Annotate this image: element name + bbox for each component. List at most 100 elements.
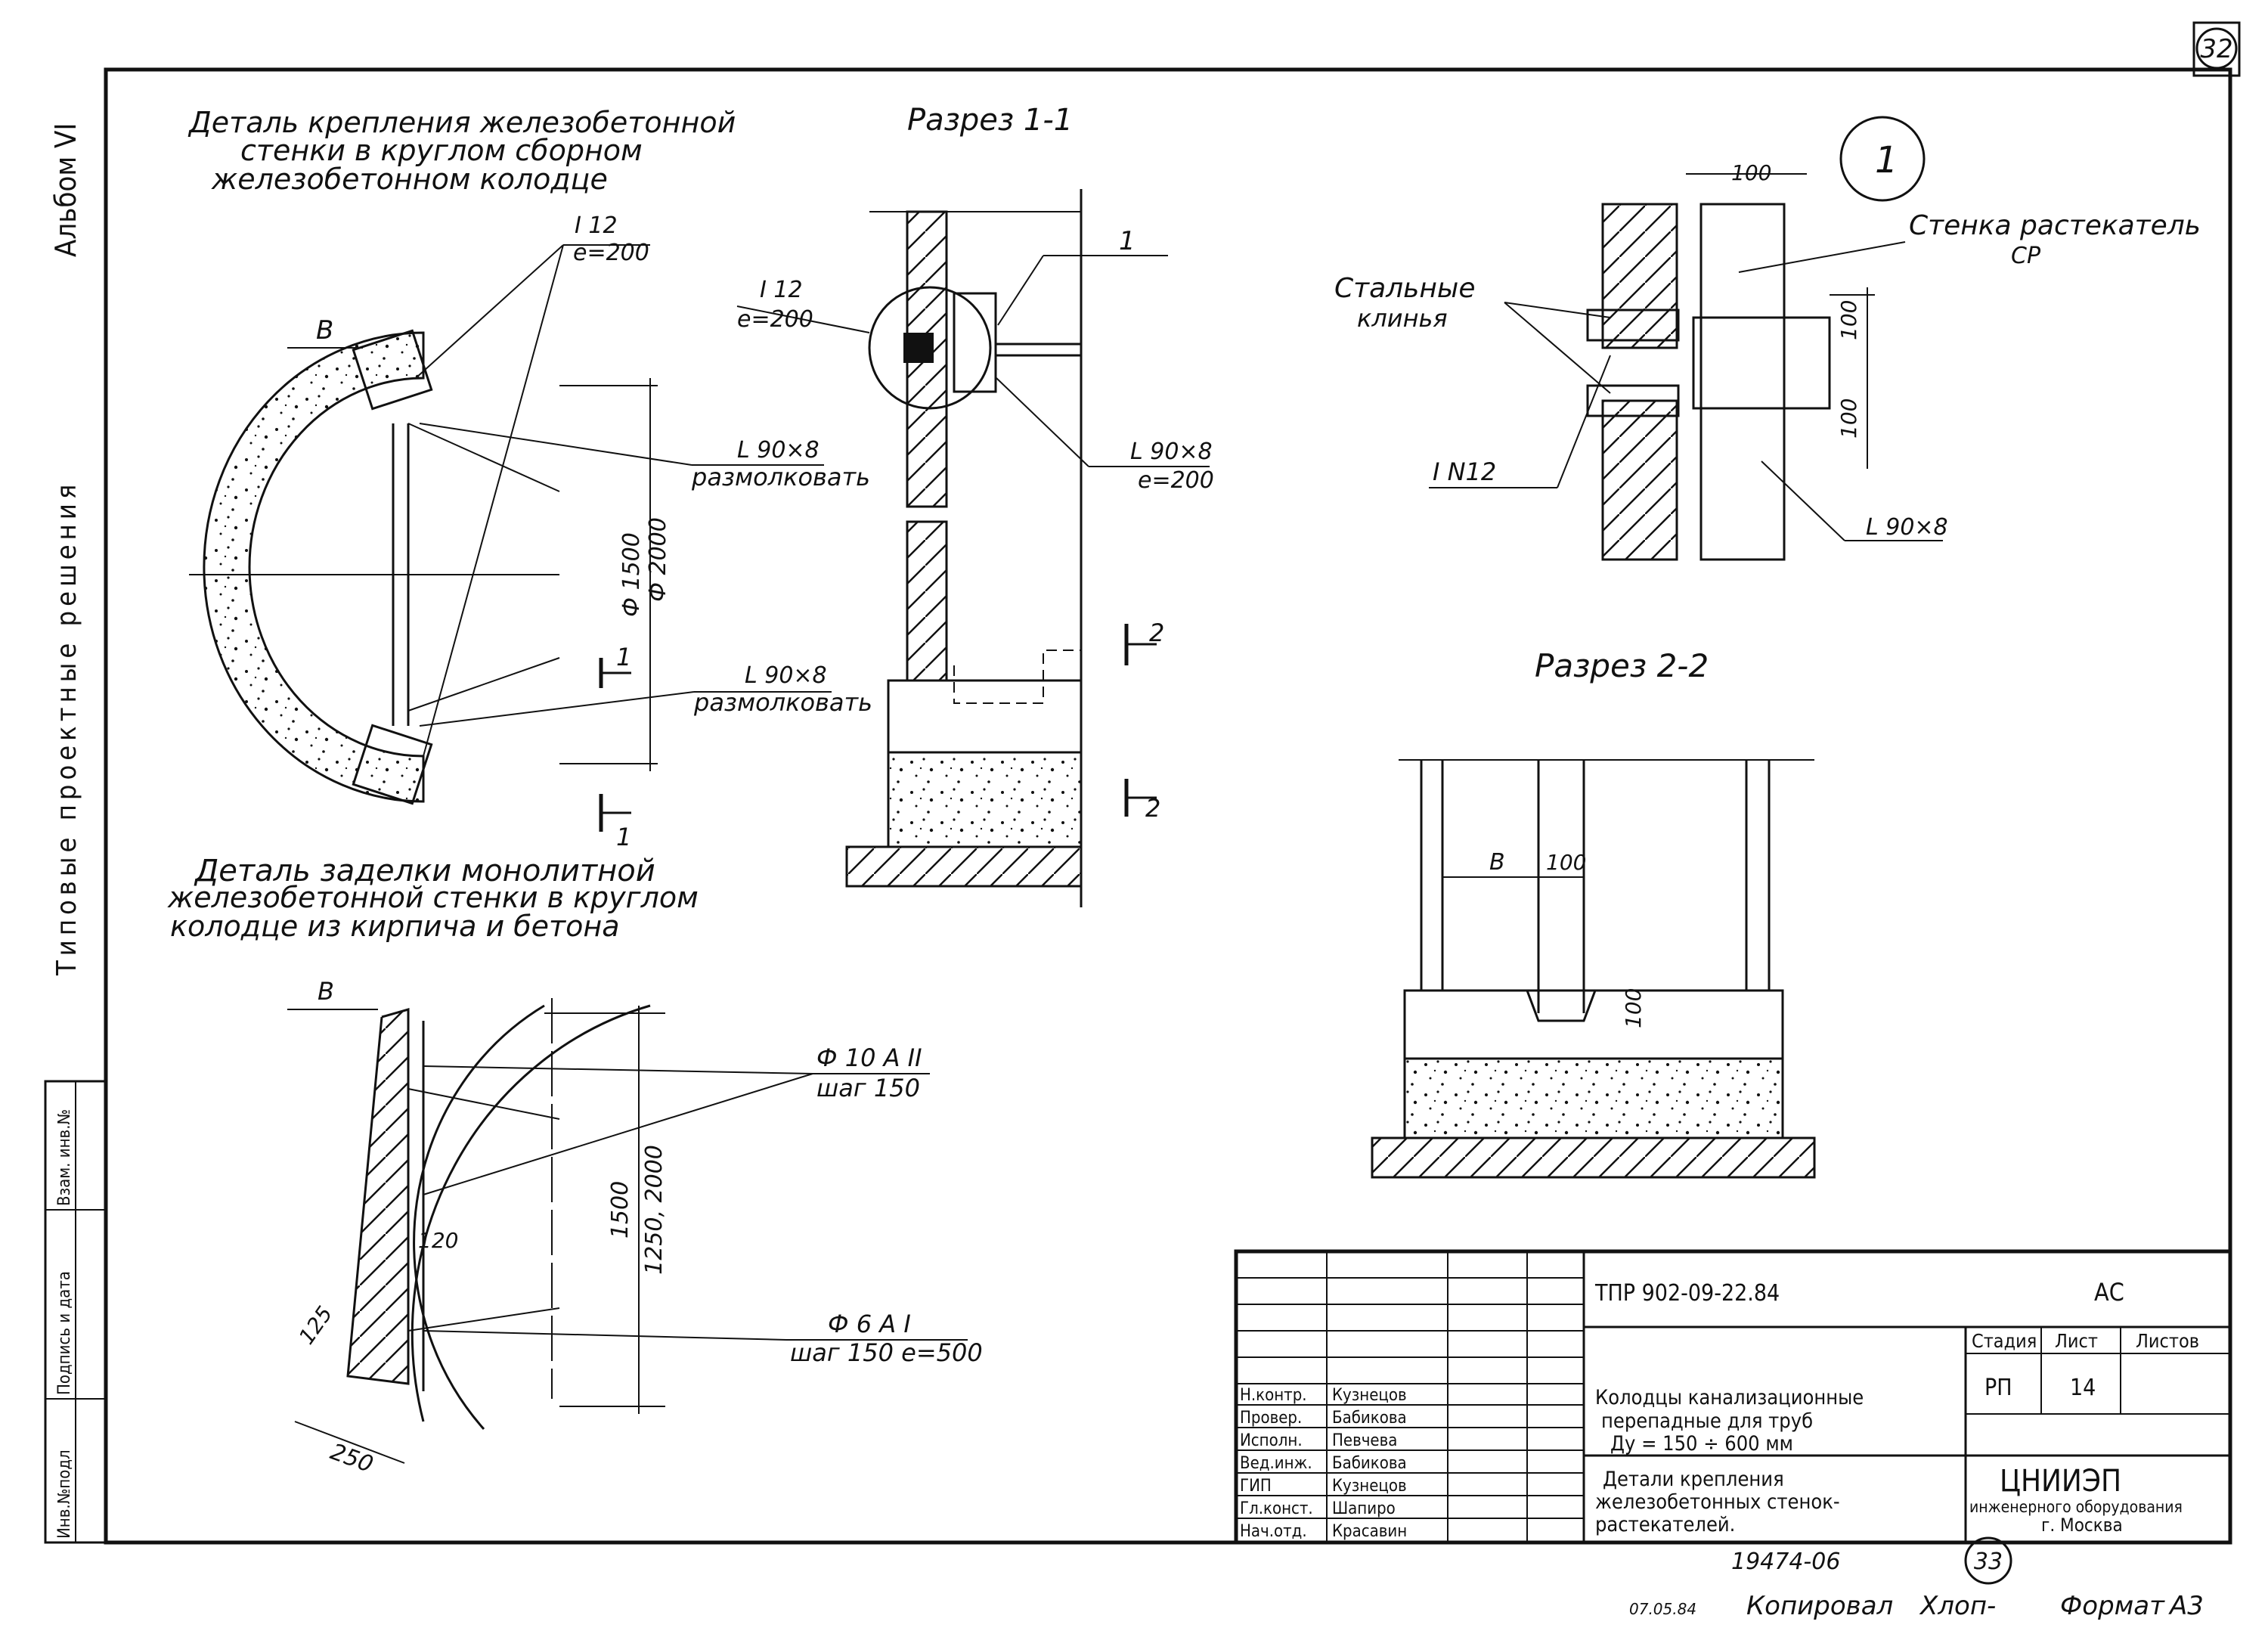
svg-text:В: В xyxy=(1489,849,1505,876)
detail-b-drawing: 1500 1250, 2000 В 120 125 250 Ф 10 А II … xyxy=(287,977,983,1478)
svg-text:Нач.отд.: Нач.отд. xyxy=(1240,1522,1307,1541)
svg-text:Исполн.: Исполн. xyxy=(1240,1431,1303,1450)
svg-text:В: В xyxy=(318,977,334,1006)
svg-text:Ф 6 А I: Ф 6 А I xyxy=(828,1310,911,1338)
svg-text:перепадные для труб: перепадные для труб xyxy=(1601,1409,1813,1433)
svg-text:Стальные: Стальные xyxy=(1334,273,1476,304)
svg-text:стенки в круглом сборном: стенки в круглом сборном xyxy=(240,134,643,167)
svg-text:Стадия: Стадия xyxy=(1972,1330,2037,1352)
svg-text:железобетонной стенки в кругло: железобетонной стенки в круглом xyxy=(167,881,699,914)
svg-text:Н.контр.: Н.контр. xyxy=(1240,1386,1307,1405)
svg-text:Вед.инж.: Вед.инж. xyxy=(1240,1454,1312,1473)
svg-text:Кузнецов: Кузнецов xyxy=(1332,1477,1407,1496)
svg-text:I 12: I 12 xyxy=(760,277,803,303)
svg-text:колодце из кирпича и бетона: колодце из кирпича и бетона xyxy=(170,910,620,943)
svg-text:250: 250 xyxy=(327,1439,376,1478)
svg-text:120: 120 xyxy=(418,1228,458,1253)
album-label: Альбом VI xyxy=(49,123,82,257)
svg-text:100: 100 xyxy=(1836,398,1861,439)
title-block: ТПР 902-09-22.84 АС Колодцы канализацион… xyxy=(1234,1249,2232,1545)
svg-text:А3: А3 xyxy=(2168,1591,2204,1621)
svg-text:32: 32 xyxy=(2200,34,2232,64)
section-1-title: Разрез 1-1 xyxy=(907,103,1073,138)
svg-text:г. Москва: г. Москва xyxy=(2041,1515,2123,1536)
svg-text:Подпись и дата: Подпись и дата xyxy=(55,1271,74,1395)
svg-text:РП: РП xyxy=(1984,1375,2012,1401)
svg-text:19474-06: 19474-06 xyxy=(1731,1549,1840,1575)
svg-text:шаг 150 е=500: шаг 150 е=500 xyxy=(790,1338,983,1367)
svg-text:Листов: Листов xyxy=(2136,1330,2199,1352)
sheet-number: 32 xyxy=(2192,21,2241,77)
svg-text:Бабикова: Бабикова xyxy=(1332,1454,1407,1473)
section-2-drawing: В 100 100 xyxy=(1371,759,1816,1179)
series-label: Типовые проектные решения xyxy=(51,480,82,976)
svg-text:е=200: е=200 xyxy=(573,240,649,266)
svg-text:Провер.: Провер. xyxy=(1240,1409,1302,1428)
svg-text:Ф 10 А II: Ф 10 А II xyxy=(816,1043,922,1072)
svg-text:растекателей.: растекателей. xyxy=(1595,1513,1735,1536)
svg-text:размолковать: размолковать xyxy=(693,688,872,717)
svg-text:Шапиро: Шапиро xyxy=(1332,1499,1396,1518)
svg-text:Формат: Формат xyxy=(2060,1591,2165,1621)
svg-text:Гл.конст.: Гл.конст. xyxy=(1240,1499,1313,1518)
svg-text:100: 100 xyxy=(1836,300,1861,340)
svg-text:СР: СР xyxy=(2011,243,2041,269)
svg-text:1: 1 xyxy=(616,643,631,671)
svg-text:Бабикова: Бабикова xyxy=(1332,1409,1407,1428)
left-stamp: Инв.№подл Подпись и дата Взам. инв.№ xyxy=(44,1080,107,1544)
signatures-table: Н.контр. Провер. Исполн. Вед.инж. ГИП Гл… xyxy=(1236,1383,1584,1541)
svg-text:Кузнецов: Кузнецов xyxy=(1332,1386,1407,1405)
svg-text:железобетонном колодце: железобетонном колодце xyxy=(211,163,608,196)
svg-text:Красавин: Красавин xyxy=(1332,1522,1407,1541)
svg-text:Детали крепления: Детали крепления xyxy=(1603,1468,1784,1491)
svg-text:Колодцы канализационные: Колодцы канализационные xyxy=(1595,1386,1864,1409)
svg-text:07.05.84: 07.05.84 xyxy=(1629,1600,1696,1618)
svg-text:Хлоп-: Хлоп- xyxy=(1919,1591,1996,1621)
svg-text:Ф 2000: Ф 2000 xyxy=(645,517,671,602)
svg-text:125: 125 xyxy=(294,1301,338,1349)
detail-a-title: Деталь крепления железобетонной стенки в… xyxy=(187,106,736,196)
footer: 19474-06 33 07.05.84 Копировал Хлоп- Фор… xyxy=(1629,1536,2204,1621)
svg-text:1: 1 xyxy=(1875,139,1898,181)
svg-text:100: 100 xyxy=(1546,850,1586,875)
svg-text:100: 100 xyxy=(1731,160,1771,185)
svg-text:1250, 2000: 1250, 2000 xyxy=(641,1145,668,1275)
svg-text:33: 33 xyxy=(1974,1549,2003,1575)
svg-text:1: 1 xyxy=(616,823,631,851)
section-1-drawing: I 12 е=200 1 L 90×8 е=200 2 2 xyxy=(736,189,1214,907)
svg-text:ГИП: ГИП xyxy=(1240,1477,1272,1496)
svg-text:Певчева: Певчева xyxy=(1332,1431,1397,1450)
svg-text:Деталь крепления железобетонно: Деталь крепления железобетонной xyxy=(187,106,736,139)
svg-text:Лист: Лист xyxy=(2055,1330,2098,1352)
svg-text:шаг 150: шаг 150 xyxy=(816,1074,920,1102)
svg-text:14: 14 xyxy=(2070,1375,2096,1401)
svg-text:Взам. инв.№: Взам. инв.№ xyxy=(55,1109,74,1206)
svg-text:инженерного оборудования: инженерного оборудования xyxy=(1969,1498,2183,1516)
svg-text:1: 1 xyxy=(1119,226,1136,256)
svg-text:Деталь заделки монолитной: Деталь заделки монолитной xyxy=(194,854,655,888)
svg-text:ТПР 902-09-22.84: ТПР 902-09-22.84 xyxy=(1594,1280,1780,1307)
svg-text:L 90×8: L 90×8 xyxy=(745,662,827,689)
svg-text:Ф 1500: Ф 1500 xyxy=(618,532,645,617)
section-2-title: Разрез 2-2 xyxy=(1535,647,1709,684)
detail-b-title: Деталь заделки монолитной железобетонной… xyxy=(167,854,699,943)
svg-text:L 90×8: L 90×8 xyxy=(1866,514,1948,541)
svg-text:Стенка растекатель: Стенка растекатель xyxy=(1909,210,2201,241)
svg-text:клинья: клинья xyxy=(1357,304,1448,333)
svg-text:В: В xyxy=(316,315,333,346)
svg-text:1500: 1500 xyxy=(607,1181,634,1239)
svg-text:I N12: I N12 xyxy=(1433,457,1496,486)
node-1-drawing: 1 100 100 100 Стенка растекатель СР Стал… xyxy=(1334,116,2201,561)
svg-text:Инв.№подл: Инв.№подл xyxy=(55,1449,74,1539)
svg-text:2: 2 xyxy=(1149,619,1164,647)
svg-text:железобетонных стенок-: железобетонных стенок- xyxy=(1595,1490,1840,1514)
svg-text:Ду = 150 ÷ 600 мм: Ду = 150 ÷ 600 мм xyxy=(1610,1432,1793,1456)
svg-text:размолковать: размолковать xyxy=(691,463,870,491)
detail-a-drawing: Ф 1500 Ф 2000 В I 12 е=200 L 90×8 размол… xyxy=(189,212,872,851)
svg-text:АС: АС xyxy=(2094,1278,2124,1307)
svg-text:I 12: I 12 xyxy=(575,212,618,239)
svg-text:L 90×8: L 90×8 xyxy=(737,437,820,464)
svg-text:100: 100 xyxy=(1621,988,1646,1028)
svg-text:ЦНИИЭП: ЦНИИЭП xyxy=(2000,1464,2121,1499)
